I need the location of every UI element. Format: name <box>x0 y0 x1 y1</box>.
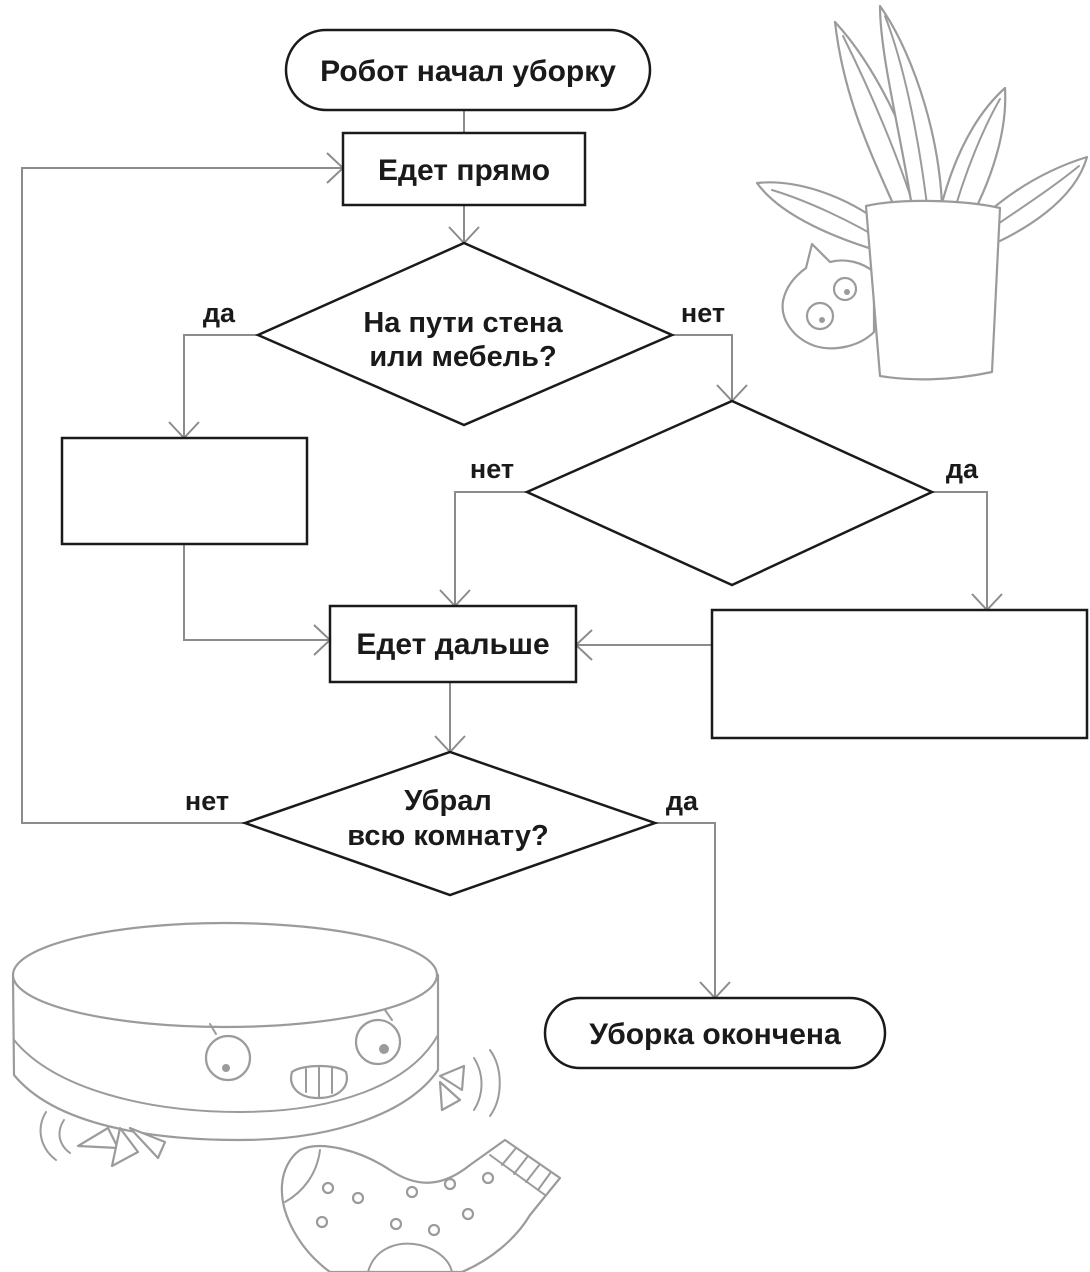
blank-process-right <box>710 608 1089 740</box>
drive-straight-label: Едет прямо <box>378 154 550 187</box>
connector-obstacle-no <box>672 334 732 401</box>
decision-obstacle-line2: или мебель? <box>369 341 556 373</box>
connector-blank-decision-yes <box>932 491 987 610</box>
robot-brushes <box>39 1049 501 1168</box>
cat-eye <box>832 276 858 302</box>
blank-decision-yes-label: да <box>946 454 979 484</box>
decision-room-line2: всю комнату? <box>347 820 548 852</box>
cat-eye <box>805 301 835 331</box>
start-terminator: Робот начал уборку <box>284 28 652 112</box>
process-drive-on: Едет дальше <box>328 604 578 684</box>
blank-decision-no-label: нет <box>470 454 514 484</box>
decision-room-cleaned: Убрал всю комнату? <box>241 750 659 897</box>
sock-icon <box>280 1138 562 1272</box>
end-terminator: Уборка окончена <box>543 996 887 1070</box>
room-yes-label: да <box>666 786 699 816</box>
decision-room-line1: Убрал <box>404 785 492 817</box>
end-label: Уборка окончена <box>589 1018 841 1051</box>
drive-on-label: Едет дальше <box>356 628 549 661</box>
connector-room-no-loop <box>21 168 343 824</box>
connector-blank-decision-no <box>455 491 527 606</box>
blank-process-left <box>60 436 309 546</box>
start-label: Робот начал уборку <box>320 55 616 88</box>
room-no-label: нет <box>185 786 229 816</box>
decision-obstacle-line1: На пути стена <box>363 307 563 339</box>
robot-face <box>204 1009 402 1100</box>
potted-plant-icon <box>755 4 1089 381</box>
decision-obstacle: На пути стена или мебель? <box>254 241 676 427</box>
connector-left-box-to-drive-on <box>183 544 330 640</box>
process-drive-straight: Едет прямо <box>341 131 587 207</box>
obstacle-no-label: нет <box>681 298 725 328</box>
robot-vacuum-icon <box>11 921 501 1168</box>
plant-pot <box>864 199 1002 381</box>
decision-blank <box>523 399 935 587</box>
cat-icon <box>781 242 876 350</box>
obstacle-yes-label: да <box>203 298 236 328</box>
connector-room-yes <box>655 822 715 998</box>
connector-obstacle-yes <box>184 334 258 438</box>
